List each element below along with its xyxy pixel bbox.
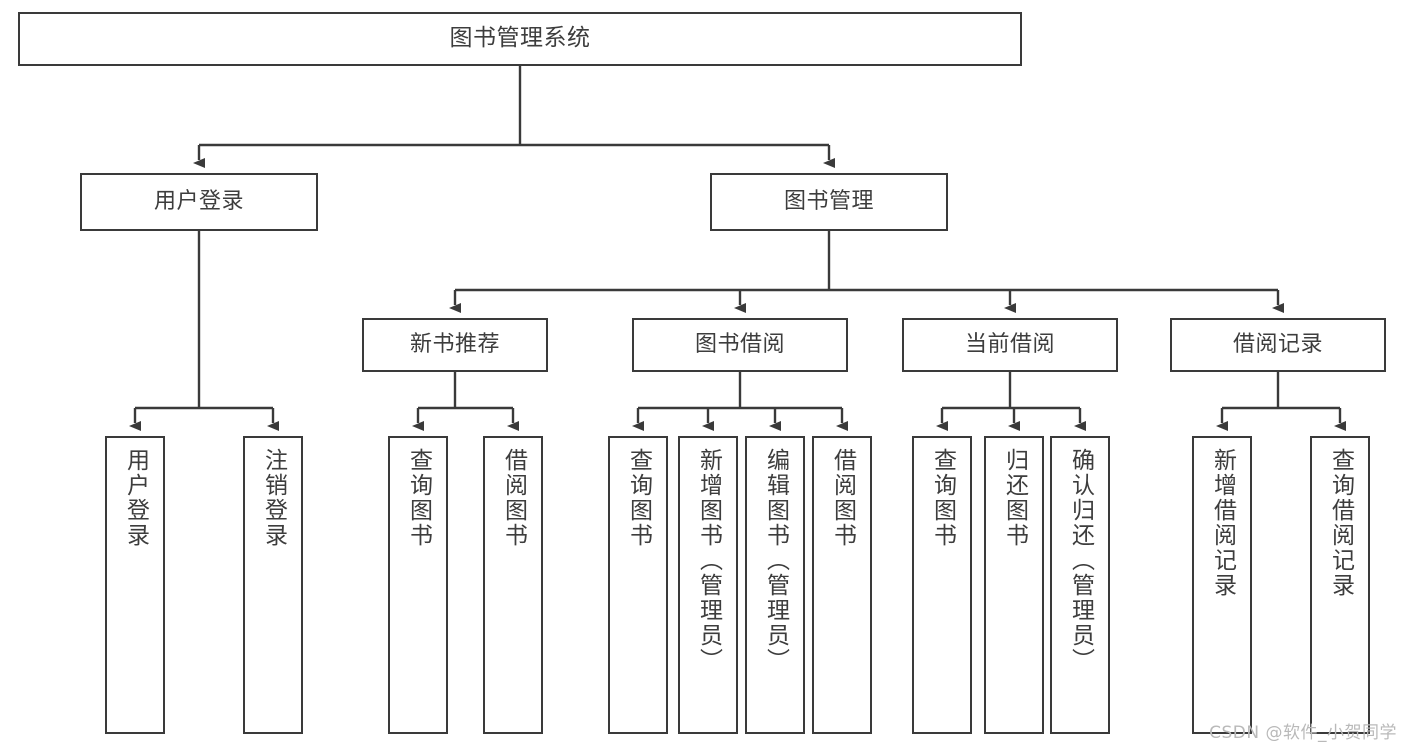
node-label: 借阅图书 (500, 448, 527, 548)
node-bookmgmt[interactable]: 图书管理 (710, 173, 948, 231)
node-leaf-cur-3[interactable]: 确认归还（管理员） (1050, 436, 1110, 734)
node-login[interactable]: 用户登录 (80, 173, 318, 231)
node-leaf-bor-4[interactable]: 借阅图书 (812, 436, 872, 734)
node-label: 图书借阅 (694, 332, 785, 358)
node-borrow[interactable]: 图书借阅 (632, 318, 848, 372)
node-leaf-login-2[interactable]: 注销登录 (243, 436, 303, 734)
node-label: 借阅图书 (829, 448, 856, 548)
node-leaf-login-1[interactable]: 用户登录 (105, 436, 165, 734)
node-label: 归还图书 (1001, 448, 1028, 548)
node-label: 用户登录 (122, 448, 149, 548)
node-label: 新书推荐 (409, 332, 500, 358)
node-label: 新增借阅记录 (1209, 448, 1236, 598)
node-leaf-new-1[interactable]: 查询图书 (388, 436, 448, 734)
node-current[interactable]: 当前借阅 (902, 318, 1118, 372)
node-leaf-bor-3[interactable]: 编辑图书（管理员） (745, 436, 805, 734)
node-leaf-new-2[interactable]: 借阅图书 (483, 436, 543, 734)
node-root[interactable]: 图书管理系统 (18, 12, 1022, 66)
node-label: 当前借阅 (964, 332, 1055, 358)
node-label: 图书管理系统 (449, 25, 591, 52)
node-leaf-rec-1[interactable]: 新增借阅记录 (1192, 436, 1252, 734)
node-label: 新增图书（管理员） (695, 448, 722, 673)
node-label: 注销登录 (260, 448, 287, 548)
node-label: 确认归还（管理员） (1067, 448, 1094, 673)
node-label: 查询图书 (405, 448, 432, 548)
node-label: 查询图书 (625, 448, 652, 548)
node-leaf-rec-2[interactable]: 查询借阅记录 (1310, 436, 1370, 734)
node-leaf-bor-1[interactable]: 查询图书 (608, 436, 668, 734)
node-label: 图书管理 (783, 189, 874, 215)
node-label: 编辑图书（管理员） (762, 448, 789, 673)
watermark: CSDN @软件_小贺同学 (1209, 723, 1397, 743)
node-label: 借阅记录 (1232, 332, 1323, 358)
node-label: 查询借阅记录 (1327, 448, 1354, 598)
node-label: 用户登录 (153, 189, 244, 215)
node-records[interactable]: 借阅记录 (1170, 318, 1386, 372)
node-label: 查询图书 (929, 448, 956, 548)
node-leaf-bor-2[interactable]: 新增图书（管理员） (678, 436, 738, 734)
node-newbook[interactable]: 新书推荐 (362, 318, 548, 372)
node-leaf-cur-1[interactable]: 查询图书 (912, 436, 972, 734)
node-leaf-cur-2[interactable]: 归还图书 (984, 436, 1044, 734)
